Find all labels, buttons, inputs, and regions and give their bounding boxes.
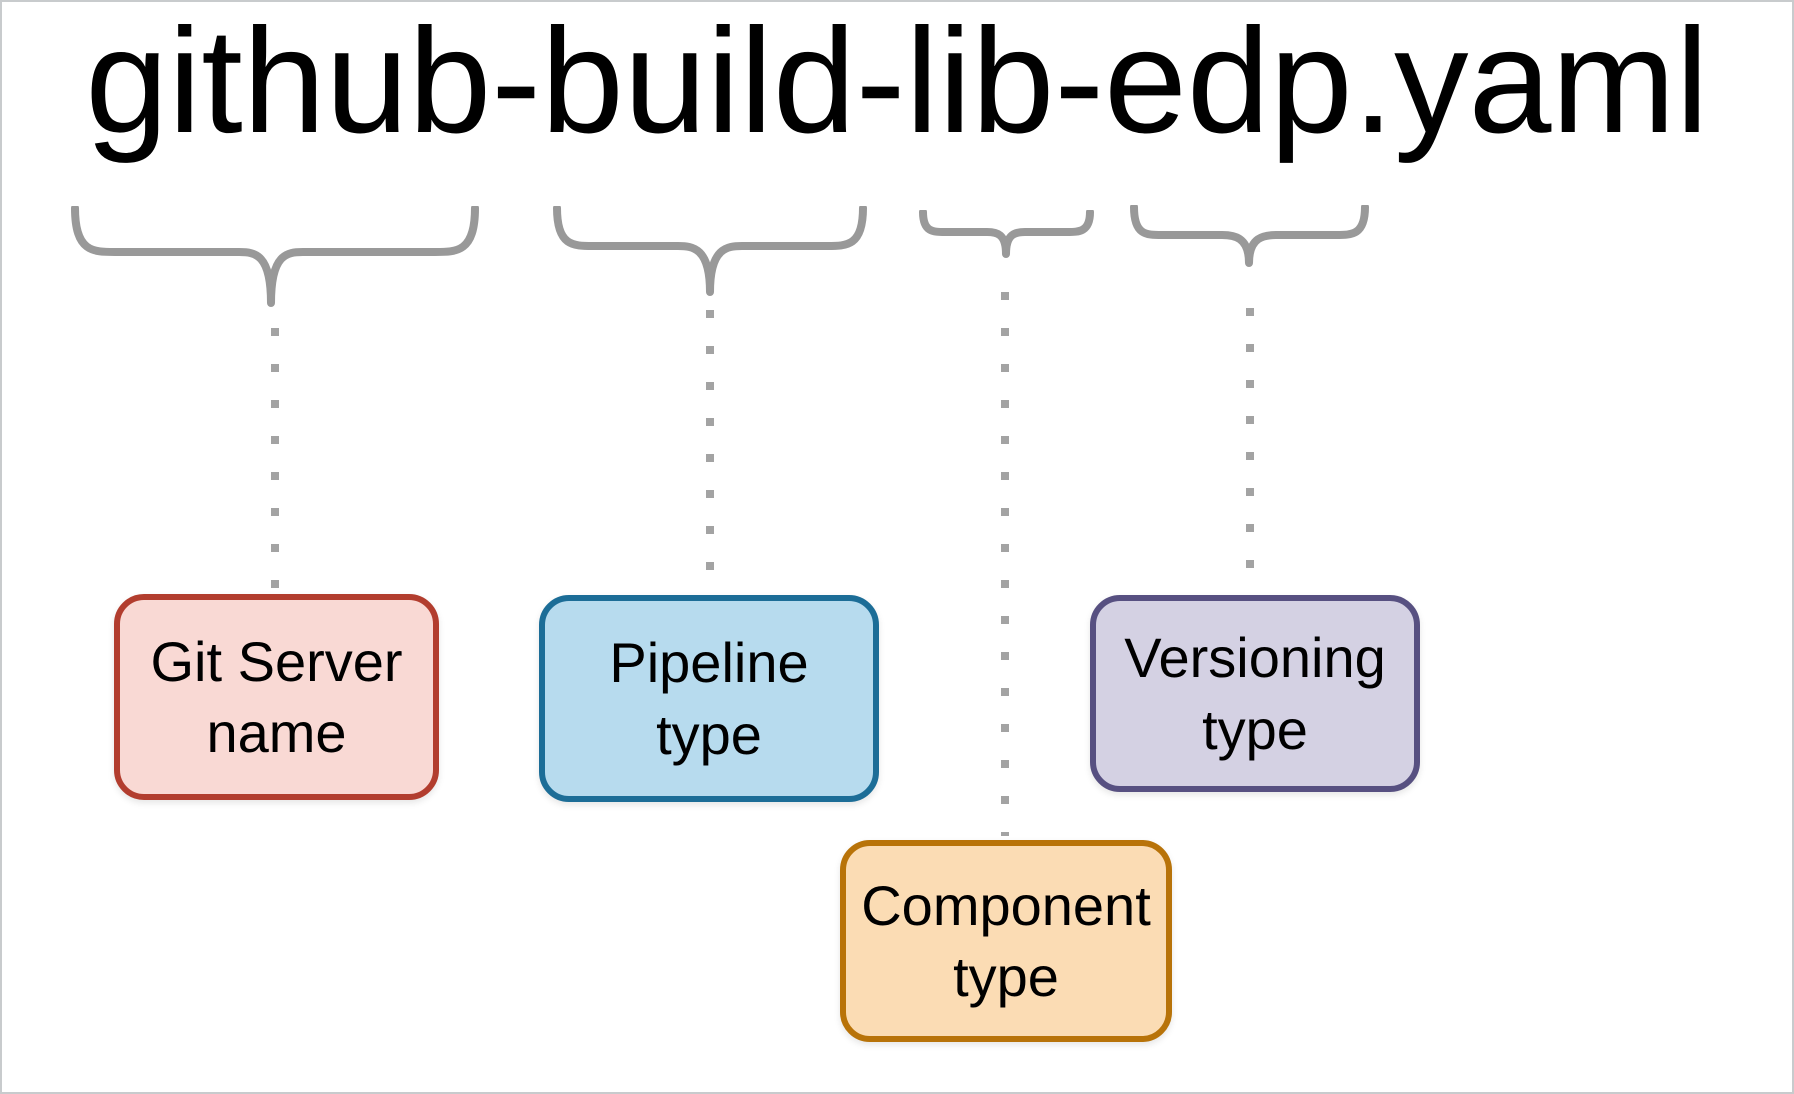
brace-lib-icon — [919, 210, 1094, 258]
label-box-text: Component type — [861, 873, 1151, 1008]
dotted-connector-edp — [1246, 308, 1254, 588]
brace-build-icon — [553, 206, 867, 296]
label-box-component-type: Component type — [840, 840, 1172, 1042]
label-box-git-server-name: Git Server name — [114, 594, 439, 800]
brace-github-icon — [71, 206, 479, 307]
dotted-connector-build — [706, 310, 714, 588]
dotted-connector-github — [271, 328, 279, 588]
dotted-connector-lib — [1001, 292, 1009, 836]
brace-edp-icon — [1130, 205, 1369, 267]
label-box-text: Pipeline type — [609, 631, 809, 766]
filename-title: github-build-lib-edp.yaml — [85, 0, 1709, 164]
label-box-text: Versioning type — [1124, 626, 1386, 761]
label-box-pipeline-type: Pipeline type — [539, 595, 879, 802]
label-box-versioning-type: Versioning type — [1090, 595, 1420, 792]
label-box-text: Git Server name — [150, 629, 403, 764]
